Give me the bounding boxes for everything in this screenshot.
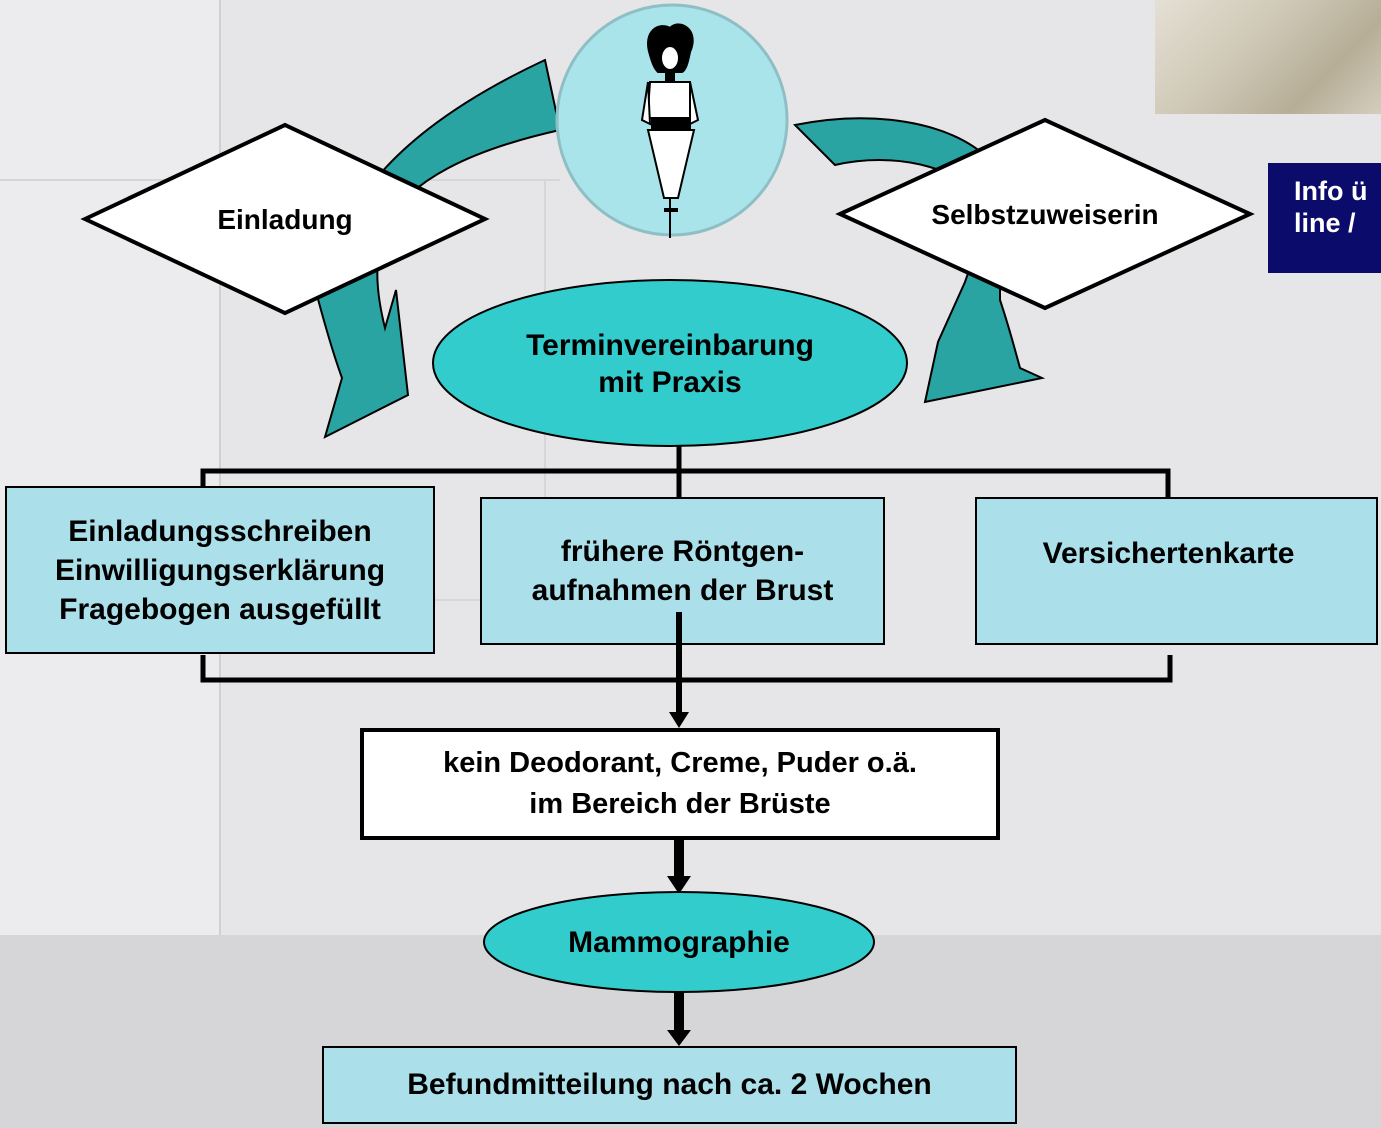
doc-left-line-1: Einladungsschreiben xyxy=(68,514,372,548)
connector-overlay xyxy=(676,612,682,660)
oval-terminvereinbarung xyxy=(432,279,908,447)
doc-left-line-3: Fragebogen ausgefüllt xyxy=(59,592,381,626)
oval-mammographie xyxy=(483,891,875,993)
befundmitteilung-text: Befundmitteilung nach ca. 2 Wochen xyxy=(407,1067,932,1101)
info-box: Info ü line / xyxy=(1268,163,1381,273)
info-line-2: line / xyxy=(1294,208,1356,239)
info-line-1: Info ü xyxy=(1294,176,1368,206)
bracket-top xyxy=(200,468,1171,498)
box-befundmitteilung: Befundmitteilung nach ca. 2 Wochen xyxy=(322,1046,1017,1124)
photo-thumbnail xyxy=(1155,0,1381,114)
label-selbstzuweiserin: Selbstzuweiserin xyxy=(931,198,1159,230)
label-einladung: Einladung xyxy=(217,203,353,235)
versichertenkarte-text: Versichertenkarte xyxy=(1042,536,1295,570)
prep-line-1: kein Deodorant, Creme, Puder o.ä. xyxy=(443,747,917,780)
arrowhead xyxy=(667,876,691,894)
bracket-bottom xyxy=(200,655,1173,683)
doc-middle-line-2: aufnahmen der Brust xyxy=(531,574,834,607)
prep-line-2: im Bereich der Brüste xyxy=(529,788,831,820)
decision-einladung xyxy=(80,122,490,316)
background-left-panel xyxy=(0,0,220,935)
curved-arrow-left xyxy=(303,58,562,439)
woman-figure-icon xyxy=(640,23,700,238)
einladungsschreiben-text: Einladungsschreiben Einwilligungserkläru… xyxy=(7,488,433,652)
label-terminvereinbarung: Terminvereinbarung mit Praxis xyxy=(470,320,870,410)
box-versichertenkarte: Versichertenkarte xyxy=(975,497,1378,645)
arrowhead xyxy=(669,712,689,728)
terminvereinbarung-line-1: Terminvereinbarung xyxy=(526,329,814,363)
box-roentgenaufnahmen: frühere Röntgen- aufnahmen der Brust xyxy=(480,497,885,645)
label-mammographie: Mammographie xyxy=(568,925,790,959)
roentgenaufnahmen-text: frühere Röntgen- aufnahmen der Brust xyxy=(482,499,883,643)
arrowhead xyxy=(667,1030,691,1046)
box-vorbereitung: kein Deodorant, Creme, Puder o.ä. im Ber… xyxy=(360,728,1000,840)
terminvereinbarung-line-2: mit Praxis xyxy=(598,366,742,399)
doc-middle-line-1: frühere Röntgen- xyxy=(560,535,805,568)
decision-selbstzuweiserin xyxy=(835,117,1255,311)
vorbereitung-text: kein Deodorant, Creme, Puder o.ä. im Ber… xyxy=(364,732,996,836)
doc-left-line-2: Einwilligungserklärung xyxy=(54,553,386,587)
box-einladungsschreiben: Einladungsschreiben Einwilligungserkläru… xyxy=(5,486,435,654)
